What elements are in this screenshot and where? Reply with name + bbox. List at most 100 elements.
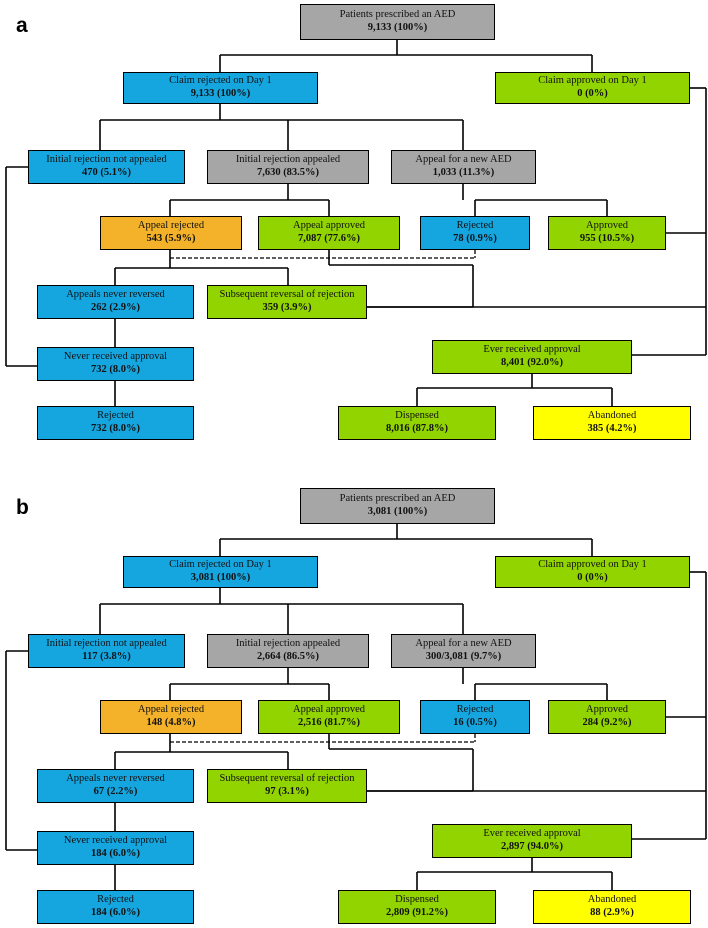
- node-value: 732 (8.0%): [91, 364, 140, 375]
- node-title: Never received approval: [63, 351, 168, 363]
- node-value: 3,081 (100%): [367, 506, 428, 517]
- node-value: 8,016 (87.8%): [385, 423, 449, 434]
- node-title: Approved: [586, 220, 628, 232]
- node-value: 732 (8.0%): [91, 423, 140, 434]
- node-value: 148 (4.8%): [146, 717, 196, 728]
- node-title: Patients prescribed an AED: [339, 493, 456, 505]
- node-value: 385 (4.2%): [587, 423, 637, 434]
- node-title: Appeal rejected: [137, 704, 205, 716]
- node-value: 184 (6.0%): [91, 848, 140, 859]
- node-value: 0 (0%): [577, 572, 608, 583]
- node-title: Appeals never reversed: [66, 289, 165, 301]
- node-value: 470 (5.1%): [82, 167, 131, 178]
- node-value: 955 (10.5%): [579, 233, 635, 244]
- node-value: 2,809 (91.2%): [385, 907, 449, 918]
- node-value: 1,033 (11.3%): [432, 167, 495, 178]
- node-value: 359 (3.9%): [262, 302, 312, 313]
- node-title: Rejected: [456, 220, 494, 232]
- node-title: Subsequent reversal of rejection: [219, 773, 355, 785]
- node-title: Initial rejection appealed: [235, 154, 341, 166]
- node-title: Rejected: [97, 894, 134, 906]
- node-value: 543 (5.9%): [146, 233, 196, 244]
- node-value: 0 (0%): [577, 88, 608, 99]
- node-value: 9,133 (100%): [367, 22, 428, 33]
- node-value: 184 (6.0%): [91, 907, 140, 918]
- node-title: Initial rejection not appealed: [46, 638, 167, 650]
- node-title: Claim approved on Day 1: [538, 559, 647, 571]
- node-value: 7,087 (77.6%): [297, 233, 361, 244]
- node-title: Abandoned: [587, 410, 637, 422]
- node-title: Appeal approved: [292, 704, 365, 716]
- node-title: Rejected: [97, 410, 134, 422]
- node-title: Claim rejected on Day 1: [169, 559, 272, 571]
- node-title: Ever received approval: [483, 344, 581, 356]
- node-title: Subsequent reversal of rejection: [219, 289, 355, 301]
- node-value: 2,516 (81.7%): [297, 717, 361, 728]
- node-title: Patients prescribed an AED: [339, 9, 456, 21]
- node-value: 2,897 (94.0%): [500, 841, 564, 852]
- panel-label-b: b: [16, 496, 29, 519]
- node-value: 2,664 (86.5%): [256, 651, 320, 662]
- node-value: 9,133 (100%): [190, 88, 251, 99]
- node-value: 67 (2.2%): [93, 786, 138, 797]
- node-title: Appeal for a new AED: [415, 154, 512, 166]
- node-value: 262 (2.9%): [91, 302, 140, 313]
- node-title: Appeal for a new AED: [415, 638, 512, 650]
- node-title: Initial rejection not appealed: [46, 154, 167, 166]
- node-value: 284 (9.2%): [582, 717, 632, 728]
- node-title: Abandoned: [587, 894, 637, 906]
- node-title: Dispensed: [395, 410, 439, 422]
- node-title: Approved: [586, 704, 628, 716]
- panel-label-a: a: [16, 14, 28, 37]
- node-title: Claim rejected on Day 1: [169, 75, 272, 87]
- node-value: 8,401 (92.0%): [500, 357, 564, 368]
- node-value: 88 (2.9%): [590, 907, 634, 918]
- node-title: Appeal approved: [292, 220, 365, 232]
- node-title: Ever received approval: [483, 828, 581, 840]
- node-value: 97 (3.1%): [265, 786, 309, 797]
- node-value: 16 (0.5%): [453, 717, 497, 728]
- node-title: Claim approved on Day 1: [538, 75, 647, 87]
- node-title: Initial rejection appealed: [235, 638, 341, 650]
- node-value: 117 (3.8%): [82, 651, 131, 662]
- node-value: 78 (0.9%): [453, 233, 497, 244]
- node-title: Appeal rejected: [137, 220, 205, 232]
- node-value: 3,081 (100%): [190, 572, 251, 583]
- node-title: Appeals never reversed: [66, 773, 165, 785]
